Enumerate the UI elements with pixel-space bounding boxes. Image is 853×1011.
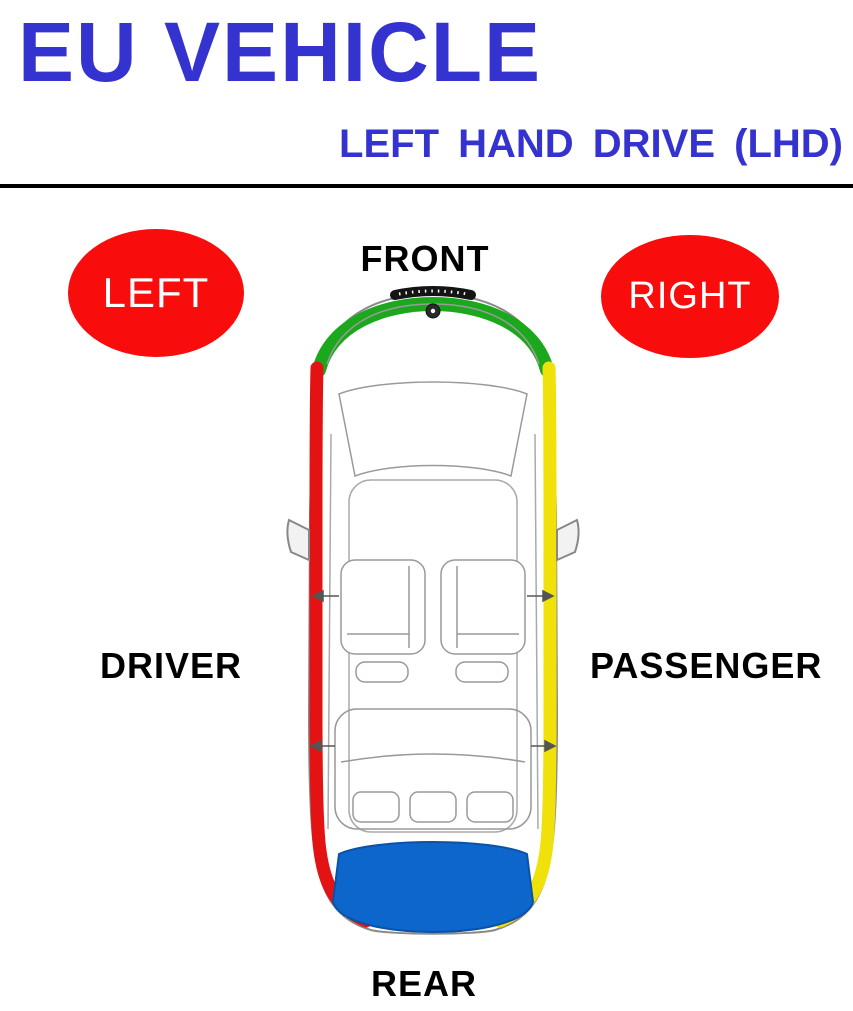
cabin-outline bbox=[348, 479, 518, 833]
left-door-line bbox=[327, 433, 332, 830]
arrow-rear-left-head bbox=[309, 739, 322, 753]
rear-bench-cushion-center bbox=[409, 791, 457, 823]
right-mirror bbox=[556, 518, 580, 562]
page-subtitle: LEFT HAND DRIVE (LHD) bbox=[339, 122, 843, 166]
rear-bench-cushion-left bbox=[352, 791, 400, 823]
rear-bench bbox=[334, 708, 532, 830]
left-side-badge: LEFT bbox=[68, 229, 244, 357]
passenger-label: PASSENGER bbox=[590, 645, 823, 686]
front-seat-left-detail bbox=[347, 566, 410, 648]
arrow-front-right-head bbox=[542, 589, 555, 603]
front-seat-right-detail bbox=[456, 566, 519, 648]
front-label: FRONT bbox=[360, 238, 490, 279]
car-top-view-illustration bbox=[286, 286, 580, 935]
right-door-line bbox=[534, 433, 539, 830]
front-seat-left bbox=[340, 559, 426, 655]
rear-label: REAR bbox=[370, 963, 477, 1004]
page-title: EU VEHICLE bbox=[18, 5, 543, 99]
right-side-badge-label: RIGHT bbox=[628, 275, 752, 317]
right-yellow-band bbox=[493, 361, 557, 928]
left-side-badge-label: LEFT bbox=[102, 269, 210, 316]
arrow-rear-right-head bbox=[544, 739, 557, 753]
windshield bbox=[338, 381, 528, 478]
rear-bench-back-line bbox=[340, 753, 526, 763]
rear-bench-cushion-right bbox=[466, 791, 514, 823]
header-divider bbox=[0, 184, 853, 188]
arrow-front-left-head bbox=[311, 589, 324, 603]
rear-blue-panel bbox=[331, 841, 535, 934]
left-mirror bbox=[286, 518, 310, 562]
right-side-badge: RIGHT bbox=[601, 235, 779, 358]
front-emblem-dot bbox=[430, 308, 436, 314]
driver-label: DRIVER bbox=[99, 645, 243, 686]
front-seat-right-headrest bbox=[455, 661, 509, 683]
front-seat-left-headrest bbox=[355, 661, 409, 683]
left-red-band bbox=[309, 361, 373, 928]
front-seat-right bbox=[440, 559, 526, 655]
